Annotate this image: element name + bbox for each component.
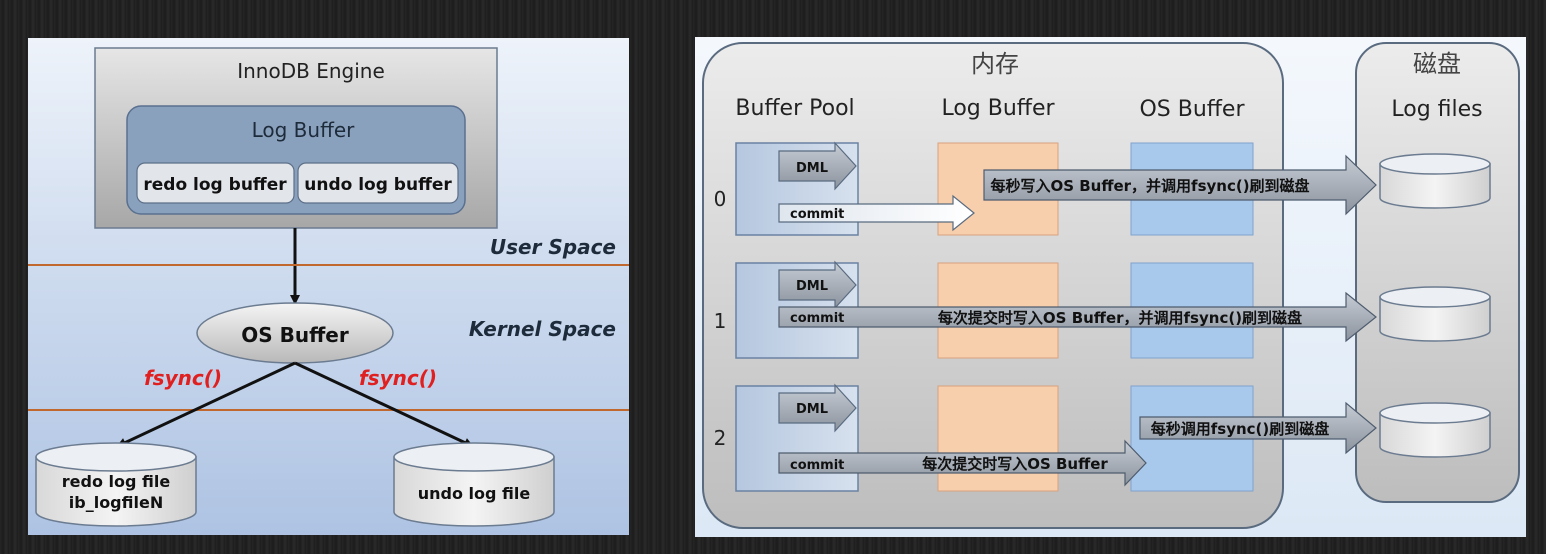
row-index: 1 xyxy=(714,309,727,333)
column-header-os-buffer: OS Buffer xyxy=(1139,97,1245,122)
innodb-engine-title: InnoDB Engine xyxy=(237,59,385,83)
commit-write-label: 每次提交时写入OS Buffer xyxy=(922,455,1108,473)
row-1: 1 DML commit 每次提交时写入OS Buffer，并调用fsync()… xyxy=(714,260,1377,359)
fsync-label-left: fsync() xyxy=(144,366,222,390)
row-2: 2 DML commit 每次提交时写入OS Buffer 每秒调用fsync(… xyxy=(714,383,1377,492)
column-header-buffer-pool: Buffer Pool xyxy=(735,96,854,121)
commit-label: commit xyxy=(790,207,844,222)
log-file-cylinder-2 xyxy=(1379,402,1491,458)
undo-log-file-label: undo log file xyxy=(418,484,531,503)
os-buffer-label: OS Buffer xyxy=(241,323,349,347)
right-diagram: 内存 磁盘 Buffer Pool Log Buffer OS Buffer L… xyxy=(695,37,1526,537)
redo-log-buffer-box xyxy=(136,162,295,204)
redo-log-buffer-label: redo log buffer xyxy=(143,175,287,195)
row-index: 0 xyxy=(714,187,727,211)
redo-log-file-name: ib_logfileN xyxy=(69,493,163,512)
memory-title: 内存 xyxy=(971,50,1019,78)
fsync-arrow xyxy=(1139,401,1377,455)
commit-write-arrow xyxy=(778,439,1147,487)
kernel-space-label: Kernel Space xyxy=(469,317,616,341)
log-buffer-cell xyxy=(937,385,1059,492)
commit-flush-label: 每次提交时写入OS Buffer，并调用fsync()刷到磁盘 xyxy=(938,309,1302,327)
dml-label: DML xyxy=(796,161,828,176)
redo-log-file-label: redo log file xyxy=(62,472,171,491)
commit-flush-arrow xyxy=(778,291,1377,343)
undo-log-file-cylinder xyxy=(393,442,555,527)
column-header-log-buffer: Log Buffer xyxy=(941,96,1055,121)
dml-arrow xyxy=(778,141,857,191)
fsync-arrow-redo xyxy=(116,361,296,448)
undo-log-buffer-label: undo log buffer xyxy=(304,175,452,195)
dml-arrow xyxy=(778,383,857,433)
column-header-log-files: Log files xyxy=(1391,97,1482,122)
redo-log-file-cylinder xyxy=(35,442,197,527)
commit-label: commit xyxy=(790,311,844,326)
fsync-label-right: fsync() xyxy=(359,366,437,390)
left-diagram: InnoDB Engine Log Buffer redo log buffer… xyxy=(28,38,629,535)
log-buffer-title: Log Buffer xyxy=(252,118,356,142)
dml-label: DML xyxy=(796,402,828,417)
dml-label: DML xyxy=(796,279,828,294)
flush-label: 每秒写入OS Buffer，并调用fsync()刷到磁盘 xyxy=(990,177,1309,195)
disk-title: 磁盘 xyxy=(1413,50,1461,78)
log-file-cylinder-0 xyxy=(1379,153,1491,209)
fsync-label: 每秒调用fsync()刷到磁盘 xyxy=(1151,420,1330,438)
row-0: 0 DML commit 每秒写入OS Buffer，并调用fsync()刷到磁… xyxy=(714,141,1377,236)
log-file-cylinder-1 xyxy=(1379,286,1491,342)
dml-arrow xyxy=(778,260,857,310)
commit-arrow xyxy=(778,194,975,232)
commit-label: commit xyxy=(790,458,844,473)
fsync-arrow-undo xyxy=(294,361,474,448)
user-space-label: User Space xyxy=(490,235,616,259)
row-index: 2 xyxy=(714,426,727,450)
flush-arrow xyxy=(983,154,1377,216)
undo-log-buffer-box xyxy=(297,162,459,204)
